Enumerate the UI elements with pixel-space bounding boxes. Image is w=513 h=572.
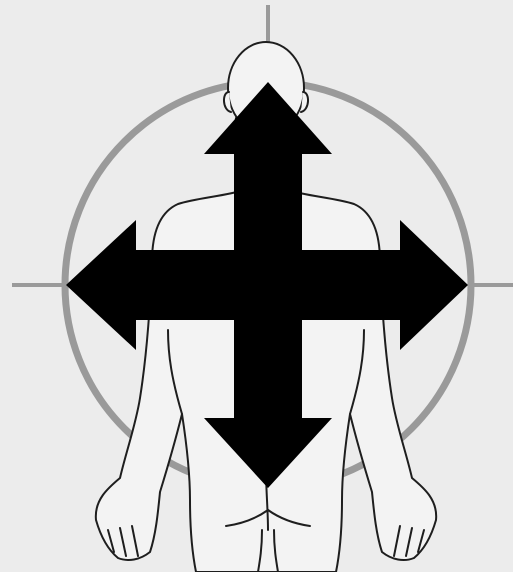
body-move-illustration — [0, 0, 513, 572]
